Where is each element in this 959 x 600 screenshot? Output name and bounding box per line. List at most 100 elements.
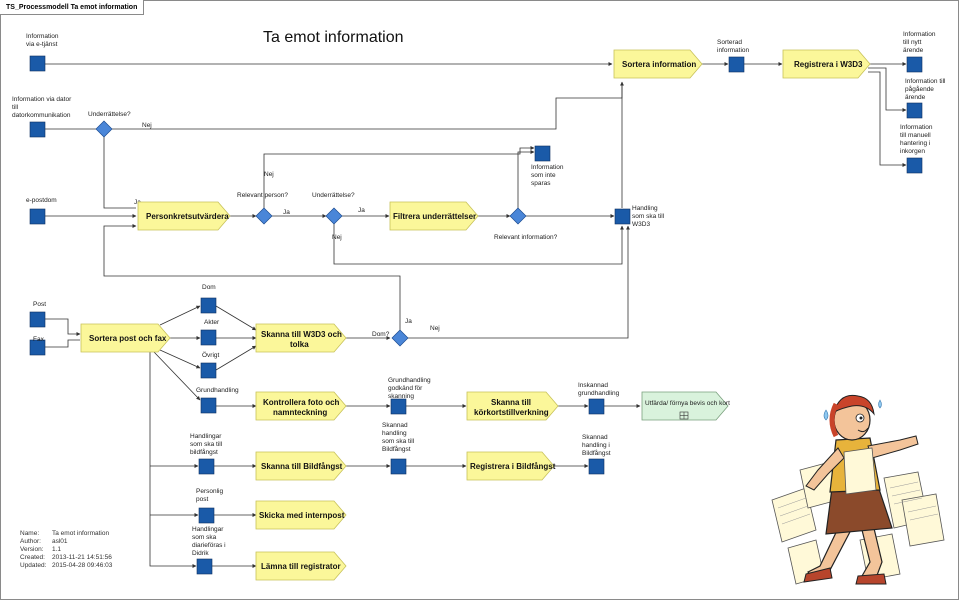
flow-label-nej: Nej [430,325,440,332]
activity-sortera-post-och-fax[interactable]: Sortera post och fax [80,323,171,353]
meta-created-label: Created: [20,554,45,561]
meta-version-value: 1.1 [52,546,61,553]
activity-label: Utfärda/ förnya bevis och kort [645,400,730,407]
object-skannad-handling-i-bildfangst[interactable] [588,458,605,475]
activity-filtrera-underrattelser[interactable]: Filtrera underrättelser [389,201,479,231]
activity-label: Registrera i Bildfångst [470,462,556,471]
meta-name-value: Ta emot information [52,530,109,537]
activity-label: Personkretsutvärdera [146,212,229,221]
diagram-metadata: Name: Ta emot information Author: asl01 … [20,530,113,569]
meta-author-value: asl01 [52,538,68,545]
object-label: e-postdom [26,197,57,204]
object-akter[interactable] [200,329,217,346]
object-information-via-dator[interactable] [29,121,46,138]
object-sorterad-information[interactable] [728,56,745,73]
activity-label: namnteckning [273,408,327,417]
object-grundhandling-godkand[interactable] [390,398,407,415]
activity-label: Skanna till [491,398,531,407]
running-woman-with-papers-illustration [771,394,945,585]
gateway-relevant-information[interactable]: Relevant information? [494,207,558,241]
meta-updated-value: 2015-04-28 09:46:03 [52,562,113,569]
activity-label: Sortera information [622,60,696,69]
gateway-label: Dom? [372,331,390,338]
activity-label: tolka [290,340,309,349]
object-ovrigt[interactable] [200,362,217,379]
object-grundhandling[interactable] [200,397,217,414]
flow-label-ja: Ja [358,207,365,214]
activity-label: Registrera i W3D3 [794,60,863,69]
object-information-som-inte-sparas[interactable] [534,145,551,162]
object-e-postdom[interactable] [29,208,46,225]
activity-skanna-till-w3d3[interactable]: Skanna till W3D3 och tolka [255,323,347,353]
meta-updated-label: Updated: [20,562,47,569]
activity-skanna-till-bildfangst[interactable]: Skanna till Bildfångst [255,451,347,481]
activity-kontrollera-foto[interactable]: Kontrollera foto och namnteckning [255,391,347,421]
object-personlig-post[interactable] [198,507,215,524]
gateway-underrattelse[interactable]: Underrättelse? [88,111,131,138]
object-inskannad-grundhandling[interactable] [588,398,605,415]
diagram-title: Ta emot information [263,29,404,46]
activity-label: Filtrera underrättelser [393,212,476,221]
object-information-till-nytt-arende[interactable] [906,56,923,73]
activity-personkretsutvardera[interactable]: Personkretsutvärdera [137,201,231,231]
diagram-tab[interactable]: TS_Processmodell Ta emot information [0,0,145,15]
meta-created-value: 2013-11-21 14:51:56 [52,554,112,561]
activity-label: Sortera post och fax [89,334,167,343]
gateway-label: Underrättelse? [312,192,355,199]
flow-label-ja: Ja [283,209,290,216]
activity-registrera-w3d3[interactable]: Registrera i W3D3 [782,49,871,79]
object-dom[interactable] [200,297,217,314]
flow-label-nej: Nej [332,234,342,241]
object-handlingar-till-bildfangst[interactable] [198,458,215,475]
gateway-label: Underrättelse? [88,111,131,118]
flow-label-nej: Nej [142,122,152,129]
object-handling-till-w3d3[interactable] [614,208,631,225]
object-information-via-e-tjanst[interactable] [29,55,46,72]
activity-skanna-korkortstillverkning[interactable]: Skanna till körkortstillverkning [466,391,559,421]
activity-skicka-med-internpost[interactable]: Skicka med internpost [255,500,347,530]
flow-label-nej: Nej [264,171,274,178]
object-handlingar-diarieforas[interactable] [196,558,213,575]
activity-label: Skanna till W3D3 och [261,330,342,339]
gateway-relevant-person[interactable]: Relevant person? [237,192,288,225]
activity-lamna-till-registrator[interactable]: Lämna till registrator [255,551,347,581]
object-label: Post [33,301,46,308]
gateway-dom[interactable]: Dom? [372,329,409,347]
gateway-underrattelse-2[interactable]: Underrättelse? [312,192,355,225]
subprocess-grid-icon [679,411,689,420]
object-skannad-handling[interactable] [390,458,407,475]
flow-label-ja: Ja [405,318,412,325]
flow-lines [45,62,907,568]
object-label: Dom [202,284,216,291]
activity-sortera-information[interactable]: Sortera information [613,49,703,79]
object-post[interactable] [29,311,46,328]
object-information-till-manuell-hantering[interactable] [906,157,923,174]
activity-label: Lämna till registrator [261,562,341,571]
object-label: Grundhandling [196,387,239,394]
object-fax[interactable] [29,339,46,356]
object-information-till-pagaende-arende[interactable] [906,102,923,119]
meta-author-label: Author: [20,538,41,545]
activity-utfarda-forny-bevis[interactable]: Utfärda/ förnya bevis och kort [641,391,730,421]
activity-label: Skanna till Bildfångst [261,462,343,471]
activity-registrera-bildfangst[interactable]: Registrera i Bildfångst [466,451,556,481]
meta-name-label: Name: [20,530,39,537]
object-label: Akter [204,319,220,326]
activity-label: körkortstillverkning [474,408,549,417]
